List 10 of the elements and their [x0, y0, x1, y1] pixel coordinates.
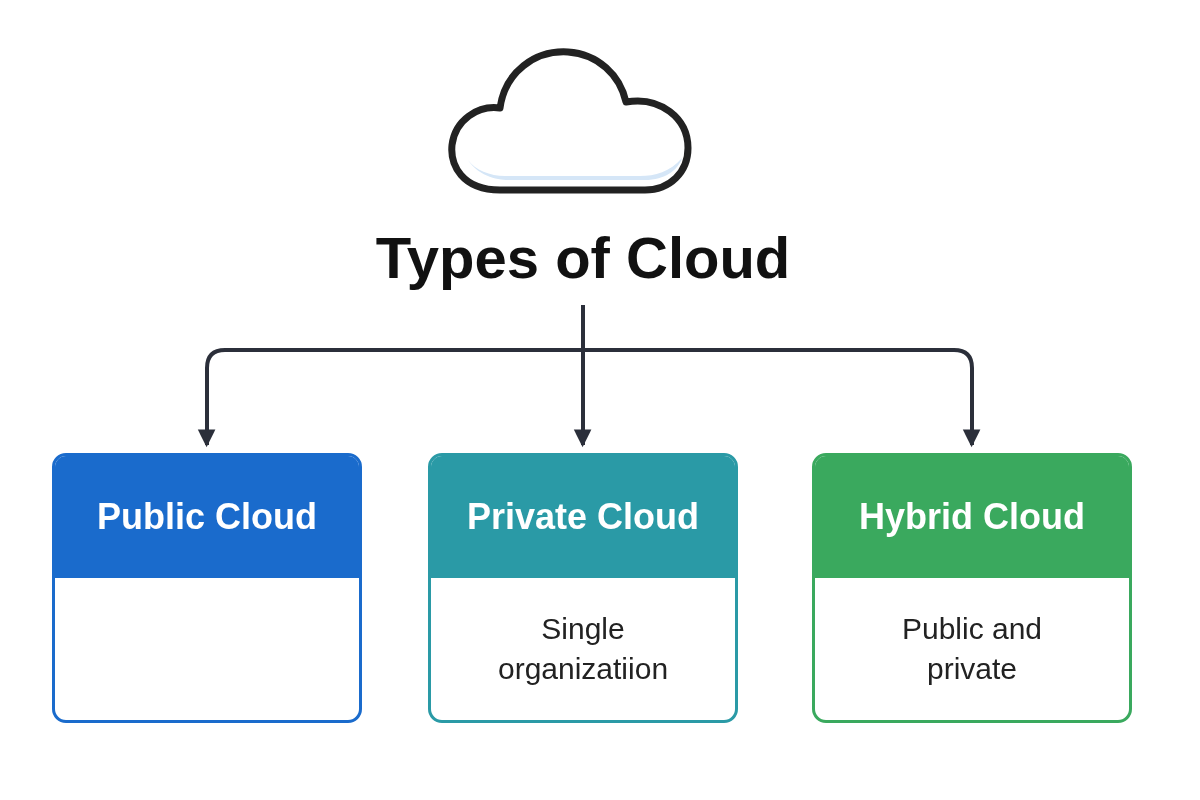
diagram-heading: Types of Cloud [300, 222, 866, 294]
category-card [812, 453, 1132, 723]
card-description: Single organizatiion [497, 611, 669, 687]
card-title: Private Cloud [466, 496, 700, 538]
card-title: Hybrid Cloud [859, 496, 1085, 538]
card-title: Public Cloud [97, 496, 317, 538]
category-card [428, 453, 738, 723]
arrow [581, 305, 981, 448]
category-card [52, 453, 362, 723]
card-description: Public and private [900, 611, 1044, 687]
